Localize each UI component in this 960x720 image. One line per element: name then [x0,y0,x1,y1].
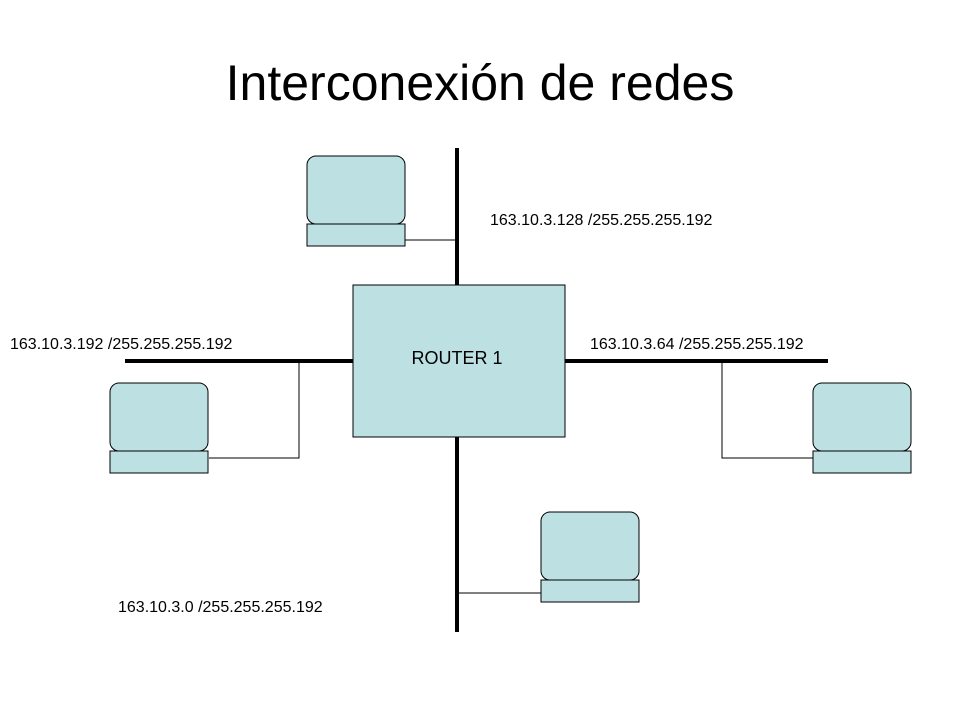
computer-icon [540,511,640,603]
connector-right-pc [721,361,813,459]
connector-left-pc [209,361,300,459]
network-label-right: 163.10.3.64 /255.255.255.192 [590,336,804,353]
computer-icon [109,382,209,474]
computer-icon [306,155,406,247]
network-label-left: 163.10.3.192 /255.255.255.192 [10,336,233,353]
network-label-bottom: 163.10.3.0 /255.255.255.192 [118,599,323,616]
page-title: Interconexión de redes [225,55,735,111]
computer-icon [812,382,912,474]
router-label: ROUTER 1 [411,348,502,368]
router-box [352,284,566,438]
network-label-top: 163.10.3.128 /255.255.255.192 [490,212,713,229]
